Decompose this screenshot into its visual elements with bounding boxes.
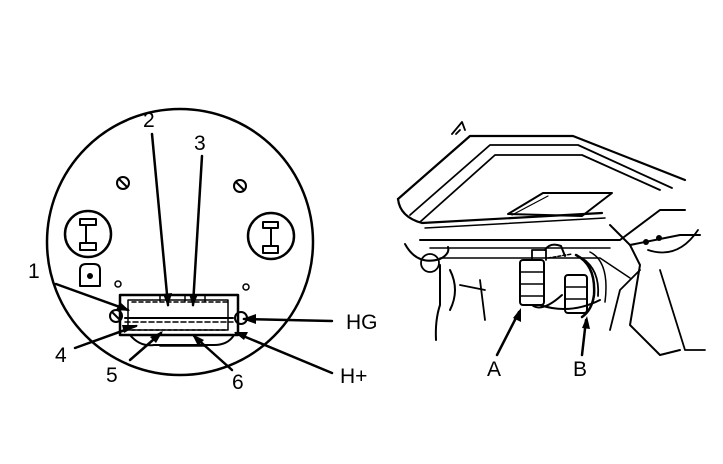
arrowhead-6	[192, 334, 204, 346]
label-a: A	[487, 358, 501, 381]
outlet-left	[63, 209, 113, 259]
arrowhead-hplus	[234, 332, 248, 340]
panel	[507, 192, 613, 217]
label-hg: HG	[346, 311, 378, 334]
right-arrowheads	[513, 308, 590, 329]
label-6: 6	[232, 371, 244, 394]
label-5: 5	[106, 364, 118, 387]
sensor-b	[564, 251, 607, 319]
arrowhead-1	[116, 302, 130, 311]
arrowhead-b	[582, 316, 590, 329]
left-labels: 1 2 3 4 5 6 HG H+	[28, 109, 378, 394]
arrowhead-3	[189, 294, 198, 307]
leader-3	[191, 154, 204, 307]
hood-outline	[396, 134, 687, 201]
label-b: B	[573, 358, 587, 381]
hole-left	[114, 280, 122, 288]
screw-right	[233, 179, 247, 193]
label-1: 1	[28, 260, 40, 283]
arrowheads	[116, 293, 256, 346]
screw-left	[116, 176, 130, 190]
connector-block	[109, 293, 248, 347]
hole-right	[242, 283, 250, 291]
arrowhead-4	[122, 325, 138, 333]
leader-hg	[242, 317, 334, 323]
label-4: 4	[55, 344, 67, 367]
connector-face-figure	[45, 107, 334, 377]
leader-hplus	[234, 331, 334, 375]
label-2: 2	[143, 109, 155, 132]
label-hplus: H+	[340, 365, 367, 388]
leader-lines	[54, 132, 334, 375]
sensor-a	[519, 249, 563, 309]
right-labels: A B	[487, 358, 587, 381]
arrowhead-2	[163, 293, 172, 307]
label-3: 3	[194, 132, 206, 155]
arrowhead-a	[513, 308, 521, 322]
leader-1	[54, 282, 130, 312]
arrowhead-5	[150, 331, 163, 343]
arrowhead-hg	[242, 314, 256, 324]
outlet-right	[246, 211, 296, 261]
mechanism-figure	[396, 121, 706, 357]
lock-tab	[79, 263, 101, 287]
leader-2	[150, 132, 170, 307]
housing-circle	[45, 107, 315, 377]
